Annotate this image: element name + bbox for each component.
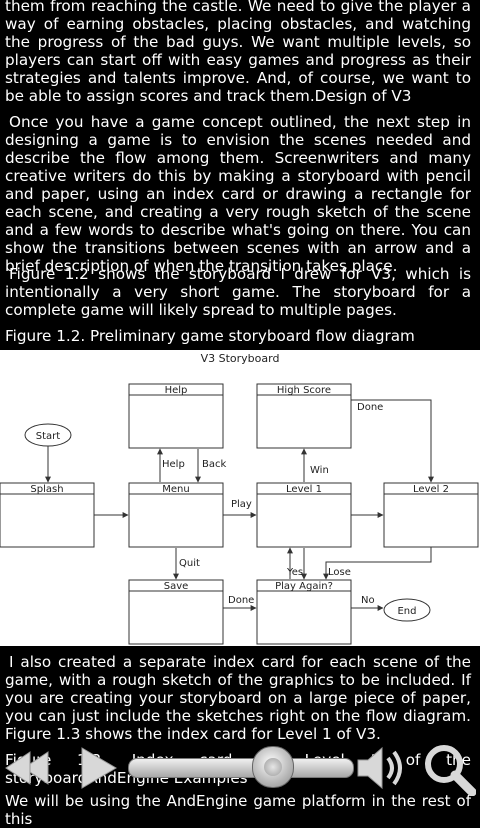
seek-bar[interactable]: [128, 758, 354, 778]
diagram-title: V3 Storyboard: [201, 352, 280, 365]
magnifier-icon[interactable]: [422, 742, 476, 796]
edge-label-lose: Lose: [328, 567, 351, 578]
figure-1-2-caption: Figure 1.2. Preliminary game storyboard …: [5, 327, 415, 345]
paragraph-storyboard-intro: Once you have a game concept outlined, t…: [5, 113, 471, 275]
node-end: [383, 598, 431, 622]
node-splash-label: Splash: [30, 484, 63, 495]
edge-label-done-bottom: Done: [228, 595, 254, 606]
speaker-icon[interactable]: [356, 744, 410, 792]
edge-label-help: Help: [162, 459, 185, 470]
edge-label-back: Back: [202, 459, 226, 470]
node-high-score-label: High Score: [277, 385, 331, 396]
storyboard-figure: V3 Storyboard Start End Help: [0, 350, 480, 646]
edge-highscore-level2: [351, 399, 434, 483]
edge-label-quit: Quit: [179, 558, 200, 569]
play-icon[interactable]: [80, 746, 118, 790]
reader-controls: [0, 738, 480, 800]
node-help-label: Help: [165, 385, 188, 396]
edge-label-done-top: Done: [357, 402, 383, 413]
seek-knob-center: [264, 758, 282, 776]
node-level2-label: Level 2: [413, 484, 449, 495]
edge-label-no: No: [361, 595, 375, 606]
node-save-label: Save: [164, 581, 189, 592]
node-menu-label: Menu: [162, 484, 189, 495]
node-start-label: Start: [36, 431, 61, 442]
paragraph-figure-1-2: Figure 1.2 shows the storyboard I drew f…: [5, 265, 471, 319]
edge-label-yes: Yes: [286, 567, 303, 578]
seek-knob[interactable]: [252, 746, 294, 788]
node-play-again-label: Play Again?: [275, 581, 333, 592]
node-level1-label: Level 1: [286, 484, 322, 495]
node-end-label: End: [397, 606, 416, 617]
storyboard-diagram: V3 Storyboard Start End Help: [0, 352, 479, 645]
edge-label-play: Play: [231, 499, 252, 510]
edge-label-win: Win: [310, 465, 329, 476]
rewind-icon[interactable]: [4, 748, 50, 788]
paragraph-index-card: I also created a separate index card for…: [5, 653, 471, 743]
edge-level2-playagain: [323, 547, 432, 580]
paragraph-castle: them from reaching the castle. We need t…: [5, 0, 471, 105]
